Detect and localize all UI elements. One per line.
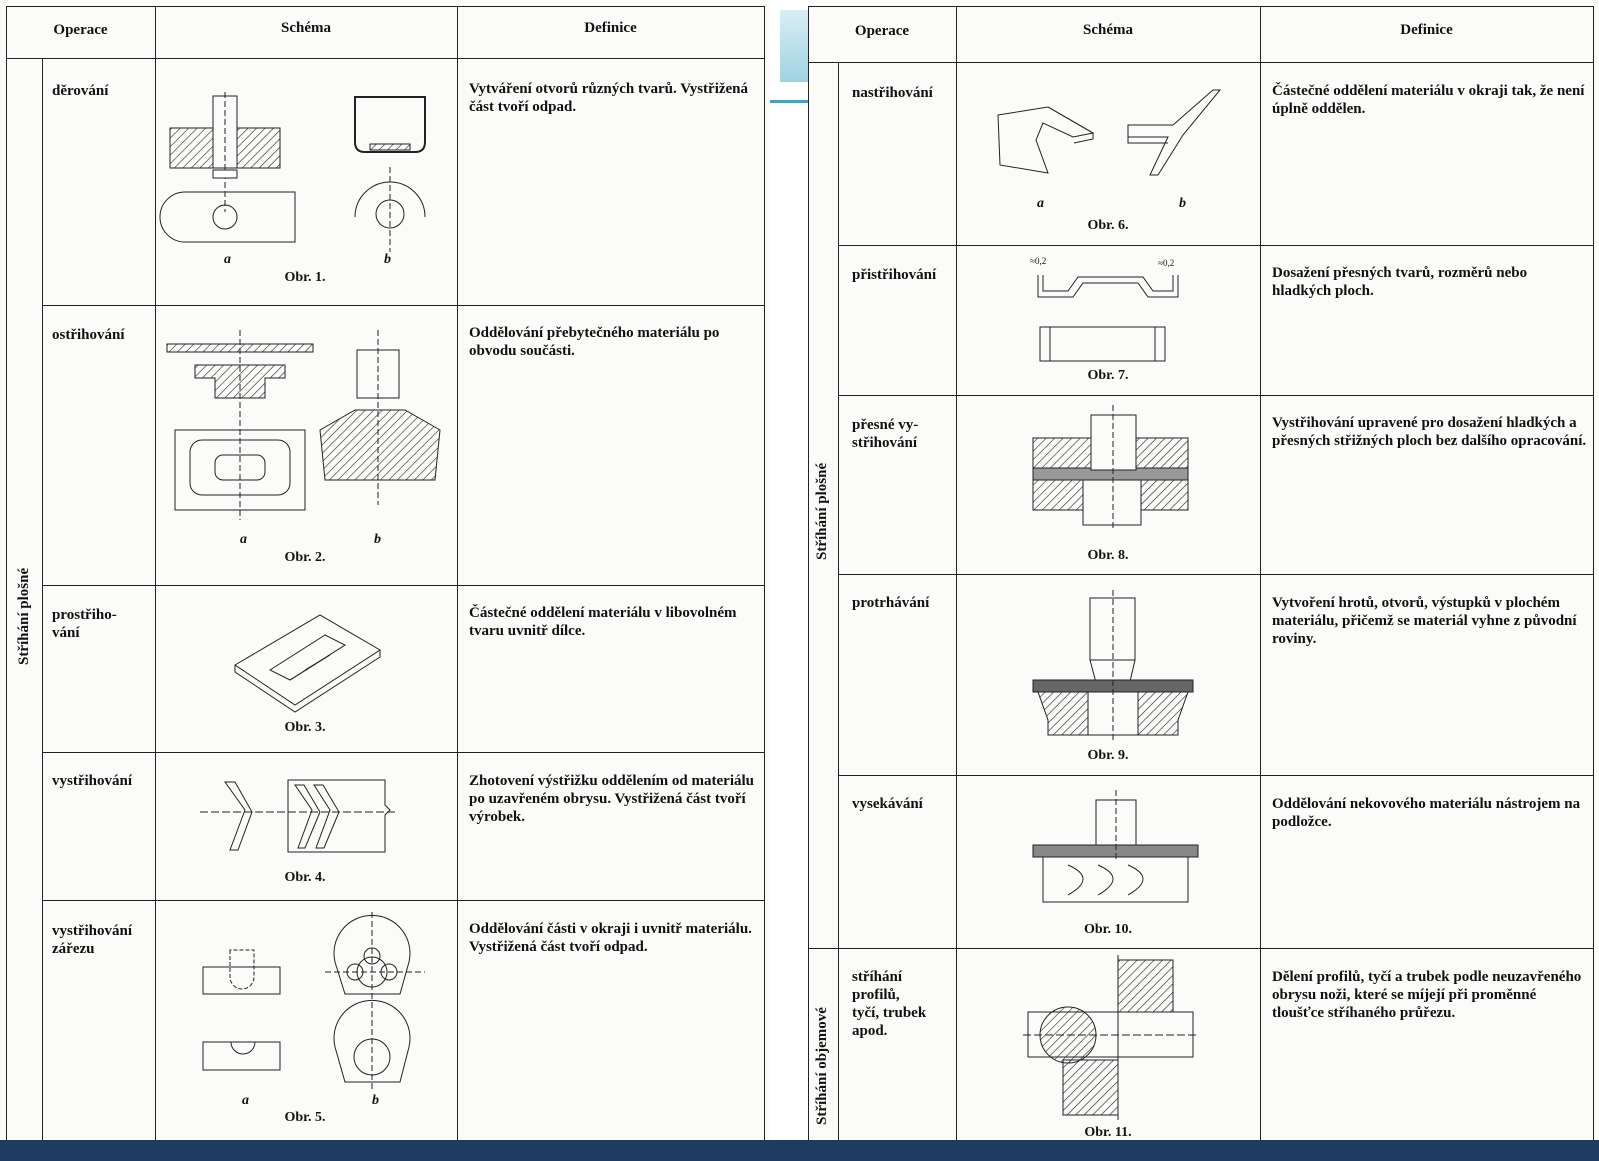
operation-name: prostřiho- vání <box>52 607 117 641</box>
definition-text: Vytvoření hrotů, otvorů, výstupků v ploc… <box>1272 595 1577 647</box>
right-page: Operace Schéma Definice Stříhání plošné … <box>808 0 1599 1161</box>
decorative-line <box>770 100 808 103</box>
definition-text: Oddělování přebytečného materiálu po obv… <box>469 325 720 359</box>
operation-name: protrhávání <box>852 595 930 611</box>
figure-2 <box>165 330 450 520</box>
header-definice: Definice <box>1400 22 1453 38</box>
table-right-border <box>764 6 765 1140</box>
figure-letter-a: a <box>240 532 247 547</box>
operation-name: děrování <box>52 83 109 99</box>
operation-name: vystřihování <box>52 773 133 789</box>
dimension-label: ≈0,2 <box>1030 256 1047 266</box>
table-top-border <box>808 6 1593 7</box>
col-divider <box>457 6 458 1140</box>
figure-caption: Obr. 5. <box>284 1110 326 1125</box>
dimension-label: ≈0,2 <box>1158 258 1175 268</box>
row-divider <box>838 245 1593 246</box>
bottom-bar <box>0 1140 1599 1161</box>
figure-letter-a: a <box>224 252 231 267</box>
operation-name: ostřihování <box>52 327 125 343</box>
table-left-border <box>6 6 7 1140</box>
figure-letter-a: a <box>242 1093 249 1108</box>
figure-9 <box>1028 590 1198 740</box>
definition-text: Zhotovení výstřižku oddělením od materiá… <box>469 773 755 825</box>
header-schema: Schéma <box>281 20 331 36</box>
row-divider <box>838 775 1593 776</box>
definition-text: Dělení profilů, tyčí a trubek podle neuz… <box>1272 969 1582 1021</box>
header-schema: Schéma <box>1083 22 1133 38</box>
figure-8 <box>1028 405 1198 530</box>
figure-caption: Obr. 2. <box>284 550 326 565</box>
figure-caption: Obr. 3. <box>284 720 326 735</box>
figure-letter-b: b <box>374 532 381 547</box>
definition-text: Oddělování části v okraji i uvnitř mater… <box>469 921 752 955</box>
operation-name: nastřihování <box>852 85 933 101</box>
col-divider <box>155 6 156 1140</box>
definition-text: Dosažení přesných tvarů, rozměrů nebo hl… <box>1272 265 1528 299</box>
figure-caption: Obr. 9. <box>1087 748 1129 763</box>
figure-letter-b: b <box>384 252 391 267</box>
col-divider <box>956 6 957 1140</box>
figure-7 <box>1018 255 1198 365</box>
figure-caption: Obr. 10. <box>1083 922 1133 937</box>
figure-caption: Obr. 4. <box>284 870 326 885</box>
operation-name: vysekávání <box>852 796 923 812</box>
operation-name: stříhání profilů, tyčí, trubek apod. <box>852 969 927 1039</box>
header-operace: Operace <box>854 23 910 39</box>
table-left-border <box>808 6 809 1140</box>
group-divider <box>42 58 43 1140</box>
group-divider-horizontal <box>808 948 1593 949</box>
strip-a <box>160 192 295 242</box>
figure-4 <box>200 770 400 865</box>
definition-text: Vytváření otvorů různých tvarů. Vystřiže… <box>469 81 749 115</box>
group-label: Stříhání plošné <box>16 567 32 665</box>
figure-10 <box>1028 790 1203 910</box>
figure-3 <box>230 610 390 710</box>
header-bottom-border <box>6 58 764 59</box>
header-bottom-border <box>808 62 1593 63</box>
definition-text: Částečné oddělení materiálu v okraji tak… <box>1272 83 1585 117</box>
figure-letter-b: b <box>1179 196 1186 211</box>
group-divider <box>838 62 839 1140</box>
operation-name: přesné vy- střihování <box>852 417 919 451</box>
definition-text: Oddělování nekovového materiálu nástroje… <box>1272 796 1581 830</box>
figure-letter-a: a <box>1037 196 1044 211</box>
operation-name: přistřihování <box>852 267 937 283</box>
header-definice: Definice <box>584 20 637 36</box>
col-divider <box>1260 6 1261 1140</box>
row-divider <box>42 305 764 306</box>
figure-caption: Obr. 11. <box>1084 1125 1132 1140</box>
definition-text: Vystřihování upravené pro dosažení hladk… <box>1272 415 1587 449</box>
row-divider <box>42 585 764 586</box>
figure-6 <box>988 85 1233 195</box>
figure-5 <box>195 912 435 1092</box>
table-top-border <box>6 6 764 7</box>
figure-caption: Obr. 7. <box>1087 368 1129 383</box>
row-divider <box>42 752 764 753</box>
decorative-tab <box>780 10 808 82</box>
table-right-border <box>1593 6 1594 1140</box>
group-label: Stříhání objemové <box>814 1007 830 1125</box>
operation-name: vystřihování zářezu <box>52 923 133 957</box>
page-gutter <box>770 0 808 1161</box>
left-page: Operace Schéma Definice Stříhání plošné … <box>0 0 770 1161</box>
definition-text: Částečné oddělení materiálu v libovolném… <box>469 605 737 639</box>
figure-letter-b: b <box>372 1093 379 1108</box>
cup-b <box>355 97 425 152</box>
header-operace: Operace <box>53 22 108 38</box>
row-divider <box>838 395 1593 396</box>
figure-1 <box>165 92 445 252</box>
row-divider <box>42 900 764 901</box>
figure-caption: Obr. 8. <box>1087 548 1129 563</box>
group-label: Stříhání plošné <box>814 462 830 560</box>
row-divider <box>838 574 1593 575</box>
figure-caption: Obr. 1. <box>284 270 326 285</box>
figure-11 <box>1023 955 1198 1120</box>
figure-caption: Obr. 6. <box>1087 218 1129 233</box>
